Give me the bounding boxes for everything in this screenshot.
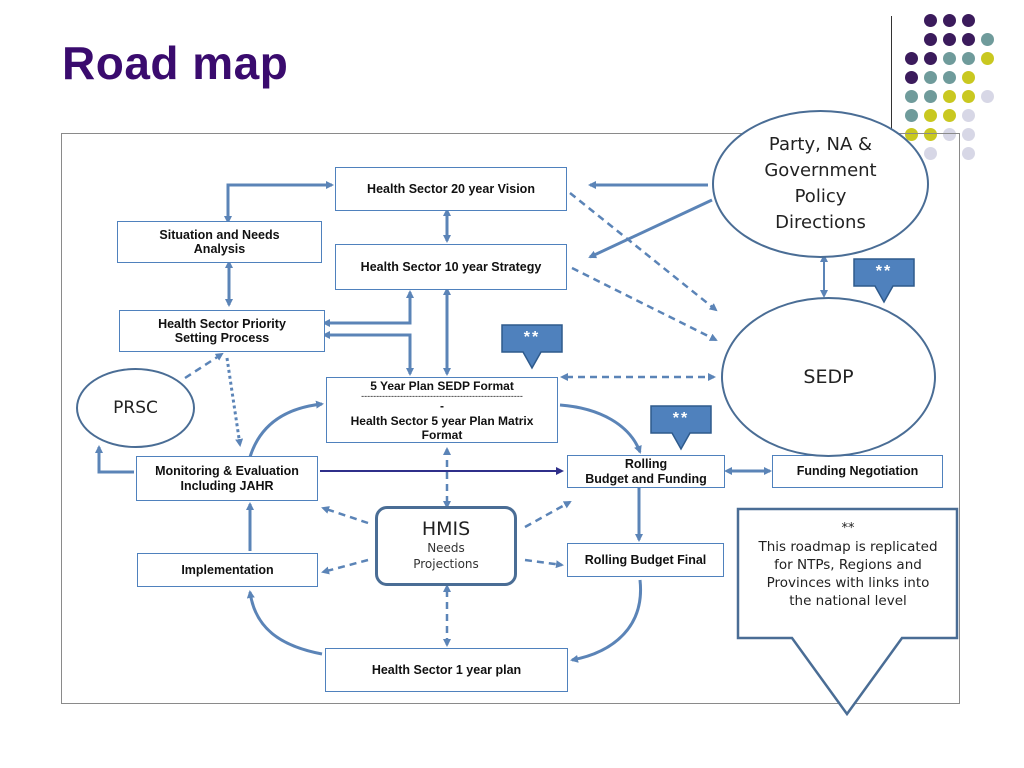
note-stars: **: [841, 521, 855, 536]
decor-dot: [943, 109, 956, 122]
arrow-format-rolling: [559, 403, 642, 454]
dotted-priority-monitoring: [225, 357, 244, 447]
decor-dot: [943, 33, 956, 46]
prsc-ellipse: PRSC: [76, 368, 195, 448]
decor-dot: [962, 128, 975, 141]
badge-format: **: [501, 324, 563, 370]
decor-dot: [924, 33, 937, 46]
arrow-oneyear-implementation: [246, 590, 323, 656]
badge-arrow-shape: [853, 258, 915, 304]
monitoring-box: Monitoring & Evaluation Including JAHR: [136, 456, 318, 501]
decor-dot: [905, 71, 918, 84]
sedp-ellipse: SEDP: [721, 297, 936, 457]
decor-dot: [924, 147, 937, 160]
badge-rolling: **: [650, 405, 712, 451]
arrow-priority-strategy: [322, 290, 414, 327]
decor-dot: [905, 109, 918, 122]
badge-sedp-label: **: [875, 263, 893, 280]
decor-dot: [981, 33, 994, 46]
dashed-hmis-rolling: [524, 500, 572, 529]
decor-dot: [943, 128, 956, 141]
divider-line: [891, 16, 892, 184]
sedp-format-dash: -: [440, 399, 444, 414]
priority-box: Health Sector Priority Setting Process: [119, 310, 325, 352]
hmis-needs: Needs: [427, 541, 465, 555]
decor-dot: [924, 109, 937, 122]
sedp-format-box: 5 Year Plan SEDP Format ----------------…: [326, 377, 558, 443]
decor-dot: [962, 71, 975, 84]
dashed-hmis-implementation: [321, 558, 369, 575]
decor-dot: [962, 14, 975, 27]
note-text: This roadmap is replicated for NTPs, Reg…: [758, 538, 938, 610]
dashed-prsc-priority: [184, 352, 224, 380]
decor-dot: [924, 128, 937, 141]
decor-dot: [962, 90, 975, 103]
hmis-title: HMIS: [421, 518, 471, 540]
decor-dot: [943, 14, 956, 27]
arrow-priority-format: [322, 331, 414, 376]
decor-dot: [943, 90, 956, 103]
decor-dot: [905, 90, 918, 103]
slide-title: Road map: [62, 37, 289, 89]
dashed-hmis-final: [524, 558, 564, 569]
decor-dot: [905, 52, 918, 65]
hmis-projections: Projections: [413, 557, 479, 572]
diagram-frame: [61, 133, 960, 704]
decor-dot: [943, 52, 956, 65]
rolling-final-box: Rolling Budget Final: [567, 543, 724, 577]
decor-dot: [962, 33, 975, 46]
one-year-plan-box: Health Sector 1 year plan: [325, 648, 568, 692]
decor-dot: [924, 90, 937, 103]
decor-dot: [924, 52, 937, 65]
vision-box: Health Sector 20 year Vision: [335, 167, 567, 211]
decor-dot: [924, 71, 937, 84]
strategy-box: Health Sector 10 year Strategy: [335, 244, 567, 290]
dashed-vision-sedp: [569, 192, 718, 312]
party-ellipse: Party, NA & Government Policy Directions: [712, 110, 929, 258]
sedp-format-line4: Health Sector 5 year Plan Matrix Format: [350, 413, 534, 443]
decorative-dot-grid: [905, 14, 1015, 174]
decor-dot: [905, 128, 918, 141]
arrow-situation-vision: [224, 181, 334, 224]
sedp-format-line1: 5 Year Plan SEDP Format: [370, 379, 514, 393]
decor-dot: [962, 52, 975, 65]
hmis-box: HMIS Needs Projections: [375, 506, 517, 586]
badge-format-label: **: [523, 329, 541, 346]
arrow-final-oneyear: [570, 579, 643, 663]
decor-dot: [981, 52, 994, 65]
funding-negotiation-box: Funding Negotiation: [772, 455, 943, 488]
badge-rolling-label: **: [672, 410, 690, 427]
decor-dot: [981, 90, 994, 103]
arrow-monitoring-prsc: [95, 445, 134, 474]
badge-arrow-shape: [501, 324, 563, 370]
badge-arrow-shape: [650, 405, 712, 451]
situation-box: Situation and Needs Analysis: [117, 221, 322, 263]
decor-dot: [924, 14, 937, 27]
decor-dot: [943, 71, 956, 84]
dashed-strategy-sedp: [571, 266, 718, 342]
dashed-hmis-monitoring: [321, 506, 369, 525]
sedp-format-separator: ----------------------------------------…: [361, 393, 523, 400]
rolling-budget-box: Rolling Budget and Funding: [567, 455, 725, 488]
implementation-box: Implementation: [137, 553, 318, 587]
arrow-party-strategy: [588, 198, 713, 259]
badge-sedp: **: [853, 258, 915, 304]
decor-dot: [962, 147, 975, 160]
decor-dot: [962, 109, 975, 122]
arrow-monitoring-format: [248, 400, 324, 458]
roadmap-note: ** This roadmap is replicated for NTPs, …: [737, 508, 959, 638]
